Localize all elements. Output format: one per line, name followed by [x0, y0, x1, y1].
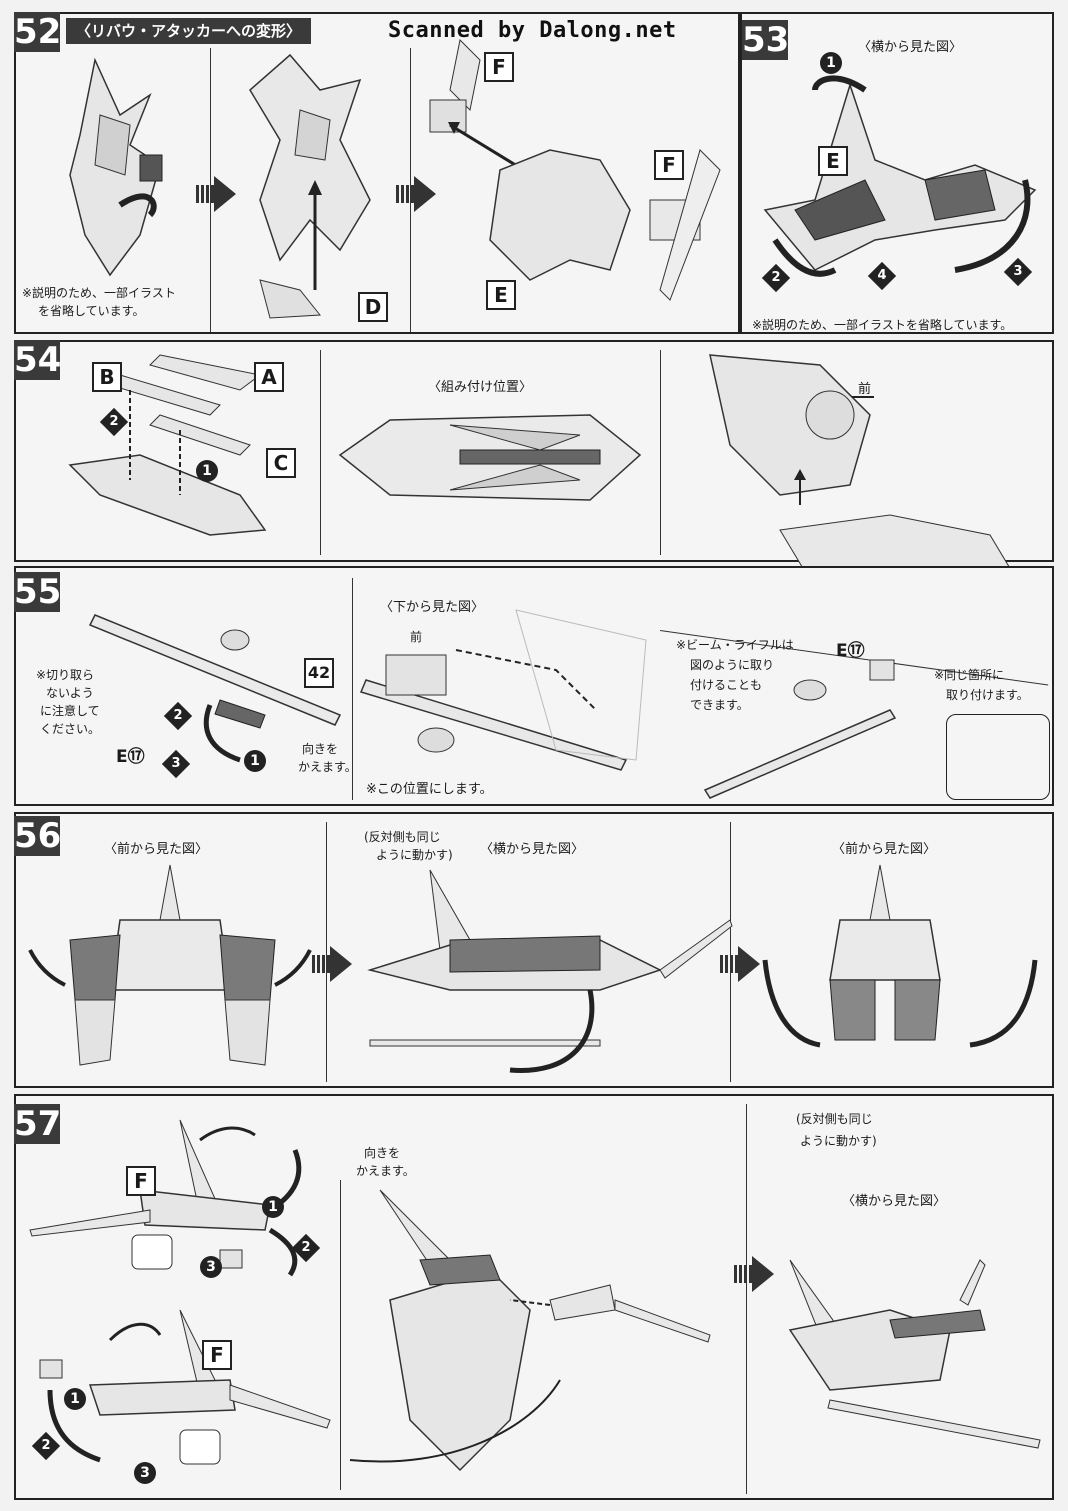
bottom-view-title: 〈下から見た図〉: [380, 600, 485, 615]
front-arrow: [852, 396, 874, 398]
part-label-f-57b: F: [202, 1340, 232, 1370]
mecha-illustration-53: [763, 75, 1037, 277]
divider: [326, 822, 327, 1082]
turn-line2: かえます。: [298, 760, 357, 774]
rifle-illustration-55c: [703, 659, 897, 799]
marker-2: 2: [99, 407, 129, 437]
divider: [320, 350, 321, 555]
mecha-illustration-56a: [28, 864, 312, 1066]
marker-2: 2: [163, 701, 193, 731]
divider: [660, 350, 661, 555]
divider: [746, 1104, 747, 1494]
marker-3: 3: [161, 749, 191, 779]
caution-line3: に注意して: [40, 704, 100, 718]
opposite-line2-56: ように動かす): [376, 848, 453, 862]
arrow-right-icon: [396, 176, 436, 212]
opposite-line1-57: (反対側も同じ: [796, 1112, 873, 1126]
assembly-diagram-54: [338, 414, 642, 501]
caution-line2: ないよう: [46, 686, 94, 700]
marker-1: 1: [820, 52, 842, 74]
part-label-a: A: [254, 362, 284, 392]
part-label-e: E: [486, 280, 516, 310]
rifle-illustration-55b: [359, 609, 647, 771]
part-label-b: B: [92, 362, 122, 392]
wing-illustration-57a: [29, 1119, 302, 1277]
divider: [352, 578, 353, 800]
rifle-line2: 図のように取り: [690, 658, 775, 672]
marker-1-bot: 1: [64, 1388, 86, 1410]
marker-2-top: 2: [291, 1233, 321, 1263]
note-53: ※説明のため、一部イラストを省略しています。: [752, 318, 1013, 332]
front-label-54: 前: [858, 382, 872, 397]
arrow-right-icon: [720, 946, 760, 982]
step-53-number: 53: [742, 20, 790, 60]
step-57-number: 57: [14, 1104, 62, 1144]
caution-line1: ※切り取ら: [36, 668, 95, 682]
mecha-illustration-52a: [69, 57, 163, 277]
note-52-line2: を省略しています。: [38, 304, 145, 318]
position-note: ※この位置にします。: [366, 782, 493, 797]
part-ref-e17: E⑰: [116, 747, 145, 767]
divider: [340, 1180, 341, 1490]
step-55-number: 55: [14, 572, 62, 612]
arrow-right-icon: [196, 176, 236, 212]
part-label-f-57a: F: [126, 1166, 156, 1196]
turn-line1-57: 向きを: [364, 1146, 401, 1160]
step-53-view: 〈横から見た図〉: [858, 40, 963, 55]
part-label-e-53: E: [818, 146, 848, 176]
step-52-title: 〈リバウ・アタッカーへの変形〉: [66, 18, 312, 44]
marker-3-top: 3: [200, 1256, 222, 1278]
side-view-title-56: 〈横から見た図〉: [480, 842, 585, 857]
mecha-illustration-56b: [367, 869, 733, 1073]
parts-illustration-54: [68, 354, 267, 536]
opposite-line2-57: ように動かす): [800, 1134, 877, 1148]
front-view-title: 〈前から見た図〉: [104, 842, 209, 857]
marker-2: 2: [761, 263, 791, 293]
rifle-line4: できます。: [690, 698, 749, 712]
part-ref-e17-b: E⑰: [836, 641, 865, 661]
mecha-illustration-56c: [762, 864, 1038, 1048]
marker-2-bot: 2: [31, 1431, 61, 1461]
part-label-f-top: F: [484, 52, 514, 82]
marker-3: 3: [1003, 257, 1033, 287]
step-56-number: 56: [14, 816, 62, 856]
wing-illustration-57b: [39, 1309, 331, 1465]
part-label-f-right: F: [654, 150, 684, 180]
rifle-line3: 付けることも: [690, 678, 763, 692]
front-label-55: 前: [410, 630, 423, 644]
rifle-line1: ※ビーム・ライフルは: [676, 638, 794, 652]
marker-1-top: 1: [262, 1196, 284, 1218]
front-view-title-2: 〈前から見た図〉: [832, 842, 937, 857]
scanner-watermark: Scanned by Dalong.net: [388, 18, 677, 43]
inset-detail-55: [946, 714, 1050, 800]
rifle-illustration-55a: [88, 614, 342, 763]
step-52-number: 52: [14, 12, 62, 52]
part-number-42: 42: [304, 658, 334, 688]
step-54-number: 54: [14, 340, 62, 380]
assembly-position-title: 〈組み付け位置〉: [428, 380, 533, 395]
same-place-line2: 取り付けます。: [946, 688, 1029, 702]
side-view-title-57: 〈横から見た図〉: [842, 1194, 947, 1209]
mecha-illustration-52c: [429, 38, 721, 301]
note-52-line1: ※説明のため、一部イラスト: [22, 286, 176, 300]
caution-line4: ください。: [40, 722, 101, 736]
turn-line2-57: かえます。: [356, 1164, 415, 1178]
marker-1: 1: [196, 460, 218, 482]
part-label-d: D: [358, 292, 388, 322]
opposite-line1-56: (反対側も同じ: [364, 830, 441, 844]
turn-line1: 向きを: [302, 742, 339, 756]
arrow-right-icon: [312, 946, 352, 982]
part-label-c: C: [266, 448, 296, 478]
marker-4: 4: [867, 261, 897, 291]
same-place-line1: ※同じ箇所に: [934, 668, 1005, 682]
mecha-illustration-52b: [249, 53, 371, 319]
marker-1: 1: [244, 750, 266, 772]
arrow-right-icon: [734, 1256, 774, 1292]
mecha-illustration-57c: [788, 1259, 1041, 1449]
marker-3-bot: 3: [134, 1462, 156, 1484]
mecha-illustration-57: [349, 1189, 711, 1472]
divider: [730, 822, 731, 1082]
